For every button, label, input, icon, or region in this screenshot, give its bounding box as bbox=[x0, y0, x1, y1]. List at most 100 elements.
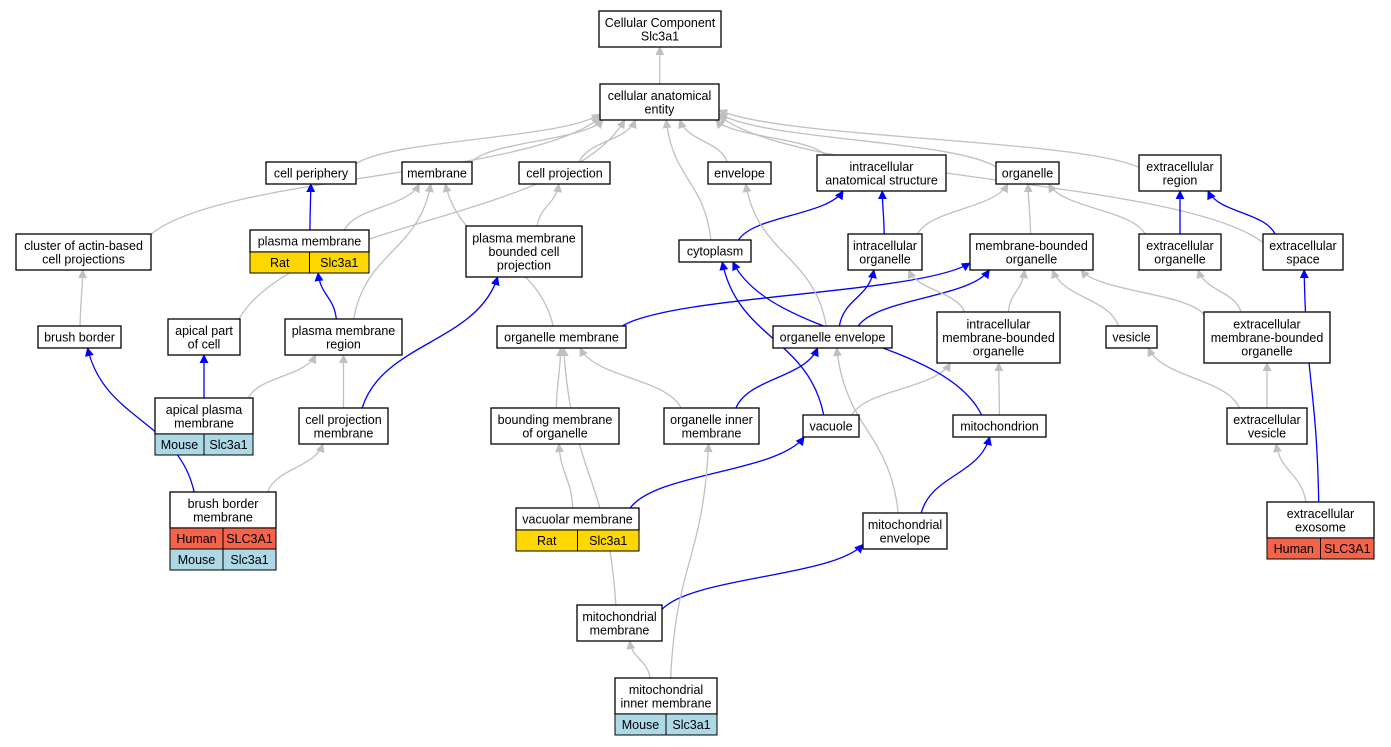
gene-cell bbox=[1320, 537, 1375, 560]
node-mito[interactable]: mitochondrion bbox=[952, 414, 1047, 438]
edge-bbm-is_a-cpm bbox=[267, 443, 325, 493]
node-orgmem[interactable]: organelle membrane bbox=[496, 325, 627, 349]
edge-mitomem-part_of-mitoenv bbox=[661, 543, 864, 610]
node-box bbox=[1266, 501, 1375, 539]
node-cytoplasm[interactable]: cytoplasm bbox=[678, 239, 752, 263]
edge-cytoplasm-is_a-cae bbox=[662, 119, 712, 241]
node-label: vacuolar membrane bbox=[522, 513, 633, 527]
node-box bbox=[707, 161, 772, 185]
species-label: Human bbox=[1274, 542, 1314, 556]
edge-mim-is_a-mitomem bbox=[626, 640, 651, 679]
edge-imbo-is_a-mbo bbox=[1007, 269, 1029, 313]
edge-oim-is_a-orgmem bbox=[579, 347, 682, 409]
node-brush[interactable]: brush border bbox=[37, 325, 122, 349]
node-box bbox=[490, 407, 620, 445]
edge-bbm-part_of-brush bbox=[85, 347, 195, 493]
edge-mitoenv-is_a-orgenv bbox=[833, 347, 899, 514]
node-label: membrane bbox=[193, 510, 253, 524]
node-label: membrane bbox=[314, 426, 374, 440]
edge-exreg-is_a-cae bbox=[718, 109, 1140, 168]
edge-embo-is_a-mbo bbox=[1080, 269, 1205, 316]
node-box bbox=[496, 325, 627, 349]
node-vesicle[interactable]: vesicle bbox=[1105, 325, 1158, 349]
edge-vesicle-is_a-mbo bbox=[1051, 269, 1120, 327]
edge-cluster-is_a-cae bbox=[150, 116, 601, 235]
node-label: membrane-bounded bbox=[975, 239, 1088, 253]
node-label: Slc3a1 bbox=[641, 29, 679, 43]
edge-icorg-part_of-ias bbox=[877, 190, 887, 235]
node-organelle[interactable]: organelle bbox=[995, 161, 1060, 185]
node-orgenv[interactable]: organelle envelope bbox=[772, 325, 893, 349]
node-box bbox=[1138, 233, 1222, 271]
edge-icorg-is_a-organelle bbox=[916, 183, 1009, 235]
edge-exo-is_a-exves bbox=[1273, 443, 1307, 503]
node-label: Cellular Component bbox=[605, 16, 716, 30]
node-box bbox=[284, 318, 403, 356]
node-vacuole[interactable]: vacuole bbox=[802, 414, 860, 438]
node-label: extracellular bbox=[1146, 160, 1213, 174]
node-box bbox=[154, 397, 254, 435]
node-box bbox=[614, 677, 718, 715]
node-label: plasma membrane bbox=[472, 232, 576, 246]
node-box bbox=[576, 604, 663, 642]
node-label: organelle bbox=[1154, 252, 1205, 266]
node-envelope[interactable]: envelope bbox=[707, 161, 772, 185]
node-cellproj[interactable]: cell projection bbox=[518, 161, 611, 185]
gene-cell bbox=[309, 251, 370, 274]
node-label: extracellular bbox=[1233, 413, 1300, 427]
node-box bbox=[465, 225, 583, 278]
edge-envelope-is_a-cae bbox=[678, 119, 728, 163]
node-label: intracellular bbox=[967, 318, 1031, 332]
gene-label: Slc3a1 bbox=[209, 438, 247, 452]
node-periphery[interactable]: cell periphery bbox=[265, 161, 357, 185]
node-box bbox=[518, 161, 611, 185]
node-label: region bbox=[1163, 173, 1198, 187]
node-box bbox=[1203, 311, 1331, 364]
species-label: Mouse bbox=[161, 438, 199, 452]
node-label: brush border bbox=[188, 497, 259, 511]
species-label: Mouse bbox=[622, 718, 660, 732]
node-box bbox=[1226, 407, 1308, 445]
node-box bbox=[298, 407, 389, 445]
node-label: space bbox=[1286, 252, 1319, 266]
node-label: plasma membrane bbox=[292, 324, 396, 338]
node-label: bounding membrane bbox=[498, 413, 613, 427]
node-membrane[interactable]: membrane bbox=[401, 161, 473, 185]
node-box bbox=[37, 325, 122, 349]
node-label: region bbox=[326, 337, 361, 351]
edge-vacmem-is_a-bmo bbox=[554, 443, 574, 509]
edge-mito-is_a-imbo bbox=[994, 362, 1004, 416]
node-label: extracellular bbox=[1233, 318, 1300, 332]
node-label: membrane bbox=[174, 416, 234, 430]
node-box bbox=[1138, 154, 1222, 192]
node-box bbox=[862, 512, 948, 550]
edge-apical-is_a-cae bbox=[238, 119, 626, 320]
node-label: organelle bbox=[973, 345, 1024, 359]
